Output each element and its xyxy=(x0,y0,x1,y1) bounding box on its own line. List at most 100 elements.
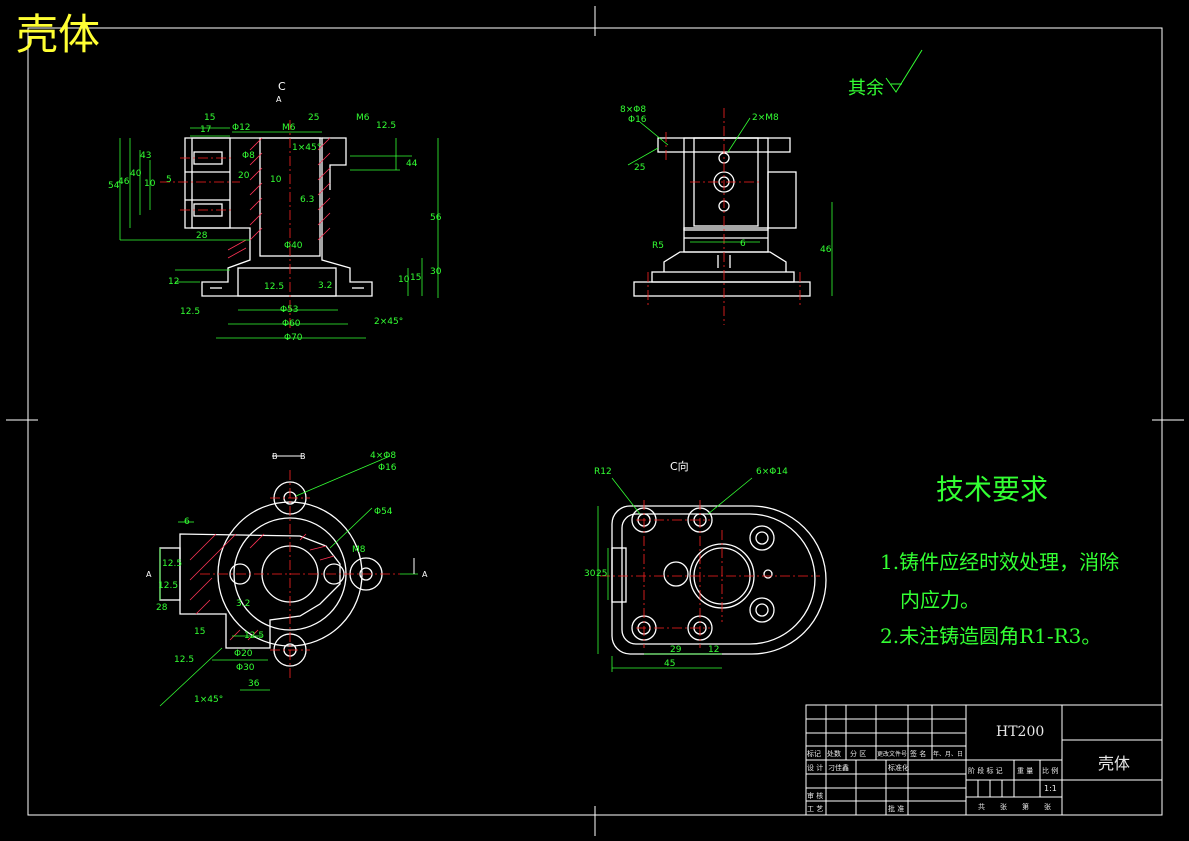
tb-scale-label: 比 例 xyxy=(1042,767,1059,775)
dim-v3: 12.5 xyxy=(158,581,179,591)
tb-design-label: 设 计 xyxy=(807,764,824,772)
tb-sheet-no: 第 xyxy=(1022,803,1029,811)
front-section-view xyxy=(119,120,439,339)
dim-v2: R5 xyxy=(652,241,664,251)
dim-v3: Φ54 xyxy=(374,507,393,517)
tech-requirement-1: 1.铸件应经时效处理，消除 xyxy=(880,550,1120,574)
tech-requirements-title: 技术要求 xyxy=(936,473,1049,506)
surface-note: 其余 xyxy=(848,78,884,99)
dim-v1: 56 xyxy=(430,213,442,223)
surface-roughness-symbol xyxy=(885,49,923,93)
dim-v1: Φ40 xyxy=(284,241,303,251)
dim-v3: Φ20 xyxy=(234,649,253,659)
dim-v1: 12.5 xyxy=(264,282,285,292)
dim-v1: 40 xyxy=(130,169,142,179)
dim-v1: 12.5 xyxy=(376,121,397,131)
dim-v1: 5 xyxy=(166,175,172,185)
dim-v1: 15 xyxy=(410,273,422,283)
dim-v3: 12.5 xyxy=(174,655,195,665)
dim-v4: 12 xyxy=(708,645,720,655)
tb-weight: 重 量 xyxy=(1017,767,1034,775)
dim-v1: 10 xyxy=(398,275,410,285)
dim-v1: 10 xyxy=(144,179,156,189)
dim-v3: 28 xyxy=(156,603,168,613)
dim-v3: Φ16 xyxy=(378,463,397,473)
b-left-label: B xyxy=(272,452,278,461)
tb-review: 审 核 xyxy=(807,792,824,800)
dim-v1: M6 xyxy=(356,113,370,123)
dim-v1: Φ8 xyxy=(242,151,255,161)
dim-v1: Φ12 xyxy=(232,123,251,133)
dim-v2: Φ16 xyxy=(628,115,647,125)
dim-v3: 4×Φ8 xyxy=(370,451,397,461)
dim-v1: 17 xyxy=(200,125,212,135)
dim-v2: 46 xyxy=(820,245,832,255)
dim-v4: 45 xyxy=(664,659,676,669)
dim-v1: Φ53 xyxy=(280,305,299,315)
dim-v3: 12.5 xyxy=(162,559,183,569)
material-label: HT200 xyxy=(996,724,1045,740)
a-right-label: A xyxy=(422,570,428,579)
dim-v4: 25 xyxy=(596,569,608,579)
tb-designer: 刁佳鑫 xyxy=(828,764,849,772)
dim-v1: 10 xyxy=(270,175,282,185)
dim-v1: 43 xyxy=(140,151,152,161)
tb-header-zone: 分 区 xyxy=(850,750,867,758)
title-block xyxy=(805,704,1163,816)
dim-v1: 44 xyxy=(406,159,418,169)
dim-v1: Φ70 xyxy=(284,333,303,343)
tb-sheet-unit-2: 张 xyxy=(1044,803,1051,811)
dim-v1: M6 xyxy=(282,123,296,133)
dim-v1: 1×45° xyxy=(292,143,322,153)
dim-v2: 6 xyxy=(740,239,746,249)
tb-header-mark: 标记 xyxy=(807,750,821,758)
tb-process: 工 艺 xyxy=(807,805,824,813)
c-arrow-label: C xyxy=(278,80,286,93)
dim-v3: 36 xyxy=(248,679,260,689)
side-view xyxy=(627,108,833,325)
dim-v1: 28 xyxy=(196,231,208,241)
dim-v1: 12.5 xyxy=(180,307,201,317)
part-name-label: 壳体 xyxy=(1098,754,1131,773)
tb-sheet-unit-1: 张 xyxy=(1000,803,1007,811)
dim-v1: Φ60 xyxy=(282,319,301,329)
dim-v2: 2×M8 xyxy=(752,113,779,123)
top-section-view xyxy=(159,455,418,707)
dim-v4: R12 xyxy=(594,467,612,477)
tb-header-date: 年、月、日 xyxy=(933,751,964,758)
section-a-label: A xyxy=(146,570,152,579)
dim-v1: 3.2 xyxy=(318,281,333,291)
dim-v1: 46 xyxy=(118,177,130,187)
dim-v1: 15 xyxy=(204,113,216,123)
dim-v3: 1×45° xyxy=(194,695,224,705)
tech-requirement-1-cont: 内应力。 xyxy=(900,588,980,612)
tech-requirement-2: 2.未注铸造圆角R1-R3。 xyxy=(880,624,1102,648)
dim-v3: Φ30 xyxy=(236,663,255,673)
dim-v1: 30 xyxy=(430,267,442,277)
dim-v3: 3.2 xyxy=(236,599,251,609)
dim-v1: 20 xyxy=(238,171,250,181)
dim-v3: 6 xyxy=(184,517,190,527)
dim-v3: 12.5 xyxy=(244,631,265,641)
sheet-border xyxy=(6,6,1184,836)
tb-header-count: 处数 xyxy=(827,750,841,758)
c-direction-view xyxy=(597,477,827,672)
dim-v2: 25 xyxy=(634,163,646,173)
dim-v1: 54 xyxy=(108,181,120,191)
dim-v1: 12 xyxy=(168,277,180,287)
c-view-label: C向 xyxy=(670,460,689,473)
dim-v4: 30 xyxy=(584,569,596,579)
a-left-label: A xyxy=(276,95,282,104)
tb-sheet-total: 共 xyxy=(978,803,985,811)
dim-v1: 2×45° xyxy=(374,317,404,327)
tb-approve: 批 准 xyxy=(888,805,905,813)
tb-stage-mark: 阶 段 标 记 xyxy=(968,767,1003,775)
dim-v2: 8×Φ8 xyxy=(620,105,647,115)
dim-v3: M8 xyxy=(352,545,366,555)
tb-header-sign: 签 名 xyxy=(910,750,927,758)
tb-standardization: 标准化 xyxy=(888,764,909,772)
corner-part-title: 壳体 xyxy=(16,10,101,59)
b-right-label: B xyxy=(300,452,306,461)
tb-header-change-doc: 更改文件号 xyxy=(877,751,908,758)
